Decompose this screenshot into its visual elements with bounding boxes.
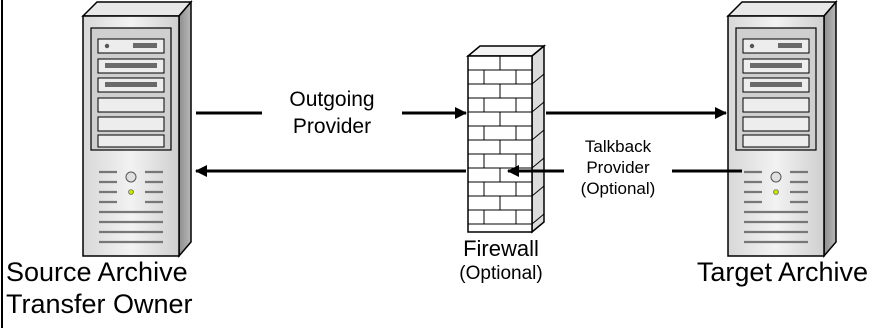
outgoing-provider-label: Outgoing Provider xyxy=(262,86,402,140)
outgoing-label-line2: Provider xyxy=(292,115,372,138)
brick-wall-icon xyxy=(465,44,547,234)
firewall-label: Firewall (Optional) xyxy=(436,236,566,286)
talkback-label-line1: Talkback xyxy=(584,137,652,156)
outgoing-label-line1: Outgoing xyxy=(289,88,375,111)
source-label-line1: Source Archive xyxy=(6,257,188,287)
talkback-label-line2: Provider xyxy=(586,158,650,177)
firewall-label-line1: Firewall xyxy=(463,236,539,261)
source-label-line2: Transfer Owner xyxy=(6,289,193,319)
firewall-label-line2: (Optional) xyxy=(459,263,543,284)
talkback-provider-label: Talkback Provider (Optional) xyxy=(564,136,672,199)
target-label-line1: Target Archive xyxy=(696,257,868,287)
source-archive-label: Source Archive Transfer Owner xyxy=(6,256,193,320)
target-server-icon xyxy=(726,0,838,258)
talkback-label-line3: (Optional) xyxy=(580,179,656,198)
source-server-icon xyxy=(81,0,193,258)
target-archive-label: Target Archive xyxy=(640,256,868,288)
